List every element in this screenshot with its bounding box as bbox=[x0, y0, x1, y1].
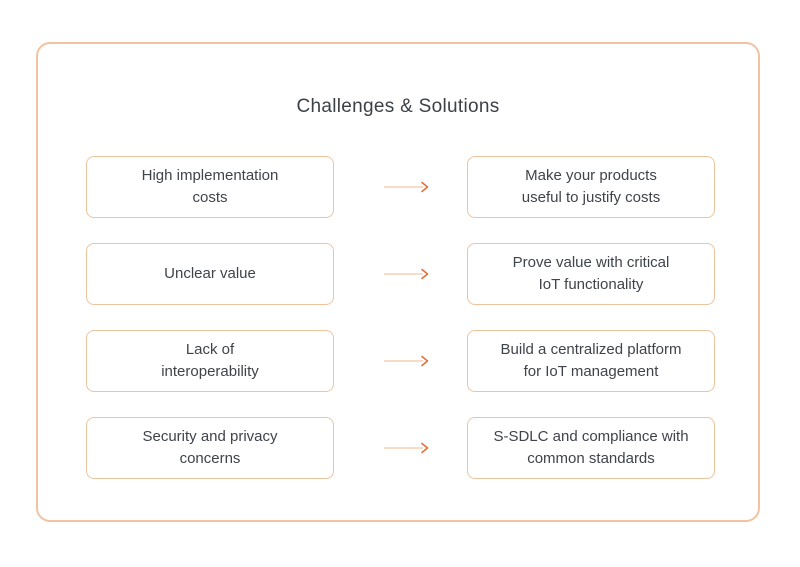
solution-box: Build a centralized platform for IoT man… bbox=[467, 330, 715, 392]
arrow-right-icon bbox=[384, 442, 429, 454]
challenge-box: Security and privacy concerns bbox=[86, 417, 334, 479]
arrow-right-icon bbox=[384, 181, 429, 193]
solution-box: S-SDLC and compliance with common standa… bbox=[467, 417, 715, 479]
arrow-right-icon bbox=[384, 268, 429, 280]
challenge-box: Lack of interoperability bbox=[86, 330, 334, 392]
solution-box: Make your products useful to justify cos… bbox=[467, 156, 715, 218]
arrow-right-icon bbox=[384, 355, 429, 367]
diagram-title: Challenges & Solutions bbox=[296, 96, 500, 117]
solution-box: Prove value with critical IoT functional… bbox=[467, 243, 715, 305]
challenge-solution-row: High implementation costs Make your prod… bbox=[38, 156, 758, 218]
challenge-box: High implementation costs bbox=[86, 156, 334, 218]
challenge-solution-row: Unclear value Prove value with critical … bbox=[38, 243, 758, 305]
challenge-box: Unclear value bbox=[86, 243, 334, 305]
diagram-frame: Challenges & Solutions High implementati… bbox=[36, 42, 760, 522]
challenge-solution-row: Lack of interoperability Build a central… bbox=[38, 330, 758, 392]
challenge-solution-row: Security and privacy concerns S-SDLC and… bbox=[38, 417, 758, 479]
